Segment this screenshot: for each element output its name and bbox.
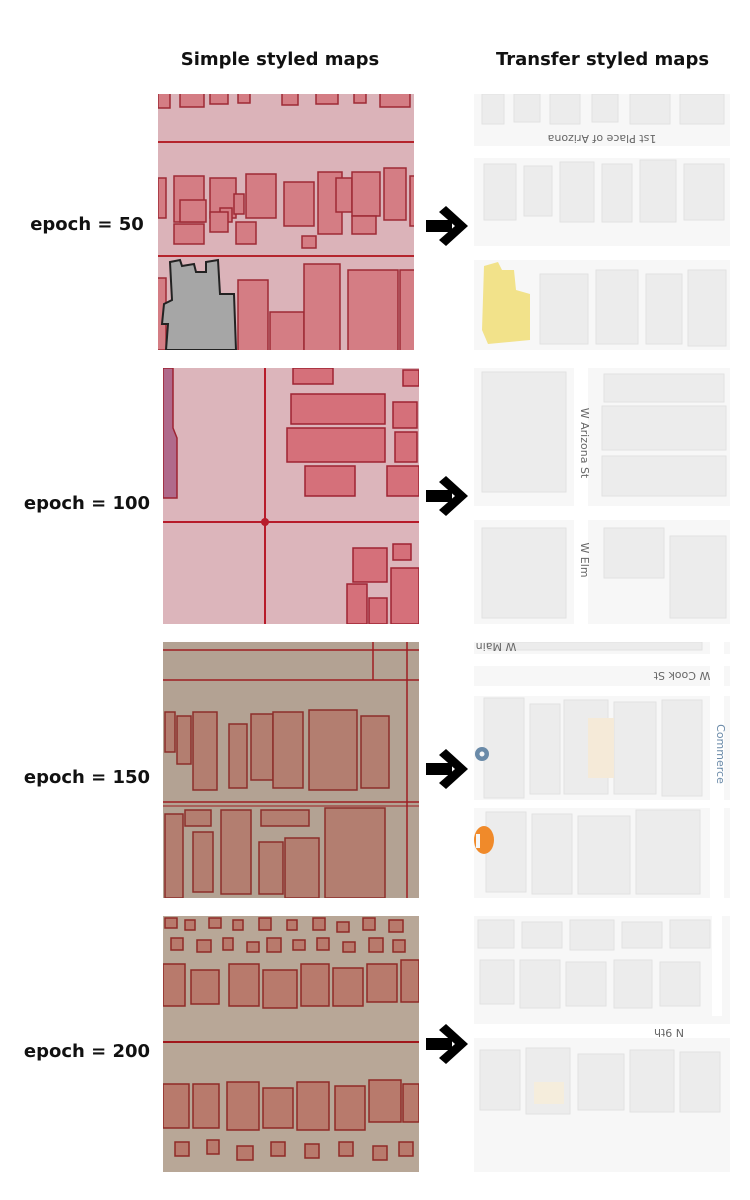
street-label: 1st Place of Arizona xyxy=(548,132,657,145)
column-header-transfer-styled-maps: Transfer styled maps xyxy=(495,49,710,70)
arrow-icon xyxy=(426,206,468,246)
epoch-label-150: epoch = 150 xyxy=(23,767,151,788)
street-label: W Elm xyxy=(578,542,591,577)
simple-styled-map-epoch-50 xyxy=(158,94,414,350)
street-label: W Cook St xyxy=(653,669,710,682)
street-label: W Arizona St xyxy=(578,408,591,479)
transfer-styled-map-epoch-100: W Arizona St W Elm xyxy=(474,368,730,624)
column-header-simple-styled-maps: Simple styled maps xyxy=(180,49,380,70)
epoch-label-100: epoch = 100 xyxy=(23,493,151,514)
street-label: Commerce xyxy=(714,724,727,784)
epoch-label-50: epoch = 50 xyxy=(30,214,144,235)
epoch-label-200: epoch = 200 xyxy=(23,1041,151,1062)
street-label: N 9th xyxy=(654,1026,684,1039)
arrow-icon xyxy=(426,476,468,516)
simple-styled-map-epoch-100 xyxy=(163,368,419,624)
transfer-styled-map-epoch-200: N 9th xyxy=(474,916,730,1172)
street-label: W Main xyxy=(476,642,517,653)
simple-styled-map-epoch-200 xyxy=(163,916,419,1172)
transfer-styled-map-epoch-50: 1st Place of Arizona xyxy=(474,94,730,350)
simple-styled-map-epoch-150 xyxy=(163,642,419,898)
transfer-styled-map-epoch-150: W Main W Cook St Commerce xyxy=(474,642,730,898)
arrow-icon xyxy=(426,749,468,789)
arrow-icon xyxy=(426,1024,468,1064)
